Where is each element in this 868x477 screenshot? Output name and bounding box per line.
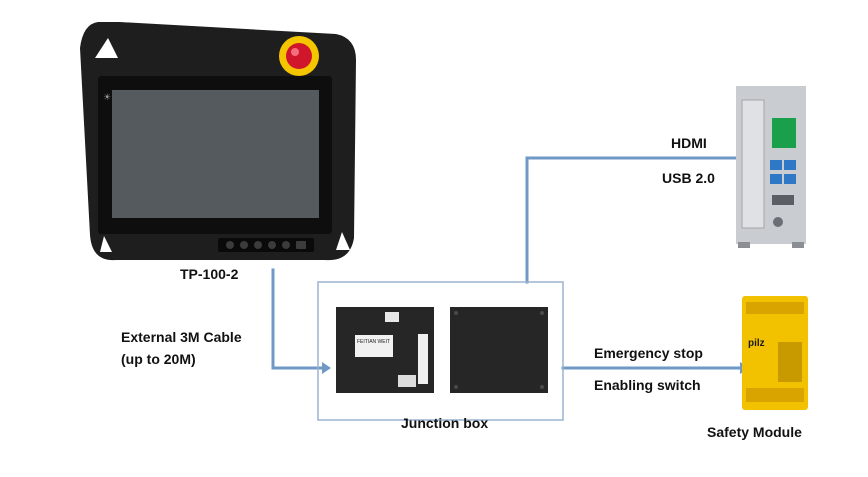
key-icon xyxy=(254,241,262,249)
pc-blue-port-1 xyxy=(770,160,782,170)
module-relay-block xyxy=(778,342,802,382)
junction-board-right xyxy=(450,307,548,393)
hook-left-top-icon xyxy=(95,38,118,58)
sun-icon: ☀ xyxy=(103,92,111,102)
cable-label-line2: (up to 20M) xyxy=(121,351,196,367)
junction-label-sticker xyxy=(355,335,393,357)
key-icon xyxy=(296,241,306,249)
pilz-logo: pilz xyxy=(748,338,765,349)
industrial-pc xyxy=(736,86,806,248)
key-icon xyxy=(282,241,290,249)
emergency-stop-button-icon xyxy=(286,43,312,69)
junction-tag: FEITIAN WEIT xyxy=(357,339,390,345)
junction-box: FEITIAN WEIT xyxy=(317,281,564,421)
line-junction-to-pc xyxy=(525,156,737,284)
screw-icon xyxy=(540,385,544,389)
junction-box-frame xyxy=(317,281,564,421)
emergency-stop-highlight xyxy=(291,48,299,56)
module-top-terminals xyxy=(746,302,804,314)
cable-label-line1: External 3M Cable xyxy=(121,329,242,345)
keypad-strip xyxy=(218,238,314,252)
pc-green-board xyxy=(772,118,796,148)
screw-icon xyxy=(454,385,458,389)
pc-foot-left xyxy=(738,242,750,248)
pc-blue-port-3 xyxy=(770,174,782,184)
hook-right-bottom-icon xyxy=(336,232,350,250)
screw-icon xyxy=(454,311,458,315)
pc-serial-port xyxy=(772,195,794,205)
cable-line-pendant-to-junction xyxy=(271,268,324,370)
key-icon xyxy=(226,241,234,249)
module-bottom-terminals xyxy=(746,388,804,402)
pc-blue-port-4 xyxy=(784,174,796,184)
pc-foot-right xyxy=(792,242,804,248)
pc-blue-port-2 xyxy=(784,160,796,170)
connectors xyxy=(271,156,742,370)
screw-icon xyxy=(540,311,544,315)
junction-header-connector xyxy=(418,334,428,384)
device-label: TP-100-2 xyxy=(180,266,239,282)
safety-module-label: Safety Module xyxy=(707,424,802,440)
junction-box-label: Junction box xyxy=(401,415,489,431)
hook-left-bottom-icon xyxy=(100,236,112,252)
enabling-label: Enabling switch xyxy=(594,377,701,393)
junction-top-connector xyxy=(385,312,399,322)
usb-label: USB 2.0 xyxy=(662,170,715,186)
safety-module: pilz xyxy=(742,296,808,410)
hdmi-label: HDMI xyxy=(671,135,707,151)
key-icon xyxy=(240,241,248,249)
pc-front-panel xyxy=(741,99,765,229)
junction-bottom-connector xyxy=(398,375,416,387)
pc-power-connector xyxy=(773,217,783,227)
key-icon xyxy=(268,241,276,249)
keypad-keys xyxy=(226,241,306,249)
estop-label: Emergency stop xyxy=(594,345,703,361)
screen xyxy=(112,90,319,218)
arrow-to-junction xyxy=(322,362,331,374)
pendant-device: ☀ xyxy=(80,22,356,261)
